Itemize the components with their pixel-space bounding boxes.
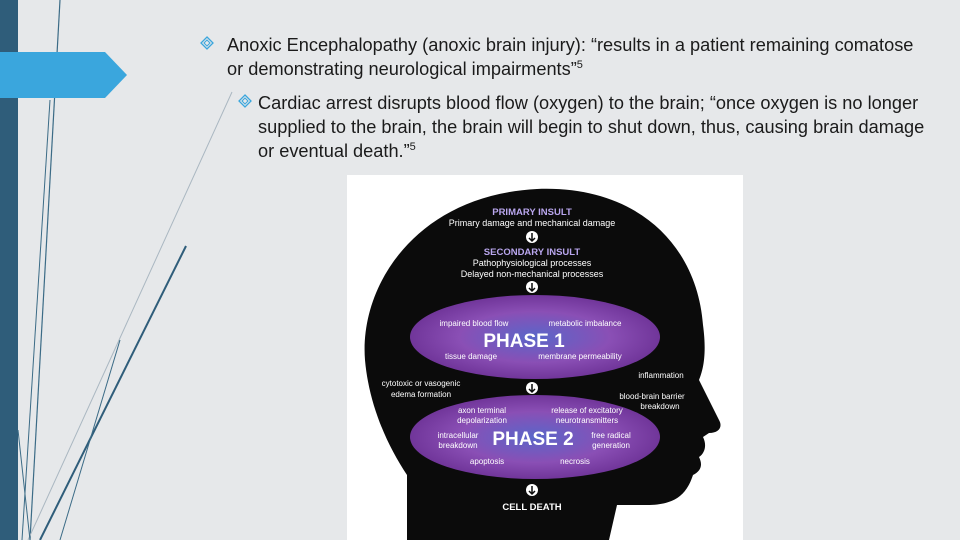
bbb-label-1: blood-brain barrier [619, 392, 685, 401]
phase2-axon-2: depolarization [457, 416, 507, 425]
primary-insult-desc: Primary damage and mechanical damage [449, 218, 616, 228]
phase2-axon-1: axon terminal [458, 406, 506, 415]
phase1-metabolic-imbalance: metabolic imbalance [549, 319, 622, 328]
footnote-ref: 5 [409, 140, 416, 153]
footnote-ref: 5 [576, 58, 583, 71]
phase2-title: PHASE 2 [492, 429, 573, 450]
phase2-ellipse [410, 395, 660, 479]
primary-insult-label: PRIMARY INSULT [492, 207, 572, 218]
phase2-free-radical-1: free radical [591, 431, 631, 440]
bbb-label-2: breakdown [640, 402, 679, 411]
phase1-impaired-blood-flow: impaired blood flow [440, 319, 509, 328]
edema-label-1: cytotoxic or vasogenic [382, 379, 461, 388]
phase1-ellipse [410, 295, 660, 379]
secondary-insult-desc-2: Delayed non-mechanical processes [461, 269, 604, 279]
bullet-cardiac-arrest: Cardiac arrest disrupts blood flow (oxyg… [238, 91, 938, 163]
down-arrow-icon [526, 382, 538, 394]
phase2-release-2: neurotransmitters [556, 416, 618, 425]
inflammation-label: inflammation [638, 371, 683, 380]
diamond-outline-icon [200, 36, 214, 50]
cell-death-label: CELL DEATH [502, 502, 561, 513]
phase2-apoptosis: apoptosis [470, 457, 504, 466]
down-arrow-icon [526, 231, 538, 243]
left-accent-bar [0, 0, 18, 540]
diamond-outline-icon [238, 94, 252, 108]
brain-injury-diagram: PRIMARY INSULT Primary damage and mechan… [347, 175, 743, 540]
phase1-tissue-damage: tissue damage [445, 352, 498, 361]
bullet-text: Cardiac arrest disrupts blood flow (oxyg… [258, 93, 925, 161]
down-arrow-icon [526, 484, 538, 496]
bullet-anoxic-encephalopathy: Anoxic Encephalopathy (anoxic brain inju… [200, 33, 920, 81]
phase1-title: PHASE 1 [483, 331, 565, 352]
phase2-release-1: release of excitatory [551, 406, 623, 415]
phase1-membrane-permeability: membrane permeability [538, 352, 622, 361]
down-arrow-icon [526, 281, 538, 293]
edema-label-2: edema formation [391, 390, 451, 399]
secondary-insult-label: SECONDARY INSULT [484, 247, 581, 258]
phase2-intracellular-1: intracellular [438, 431, 479, 440]
bullet-text: Anoxic Encephalopathy (anoxic brain inju… [227, 35, 914, 79]
accent-tab [0, 52, 127, 98]
phase2-necrosis: necrosis [560, 457, 590, 466]
secondary-insult-desc-1: Pathophysiological processes [473, 258, 592, 268]
phase2-intracellular-2: breakdown [438, 441, 477, 450]
phase2-free-radical-2: generation [592, 441, 630, 450]
